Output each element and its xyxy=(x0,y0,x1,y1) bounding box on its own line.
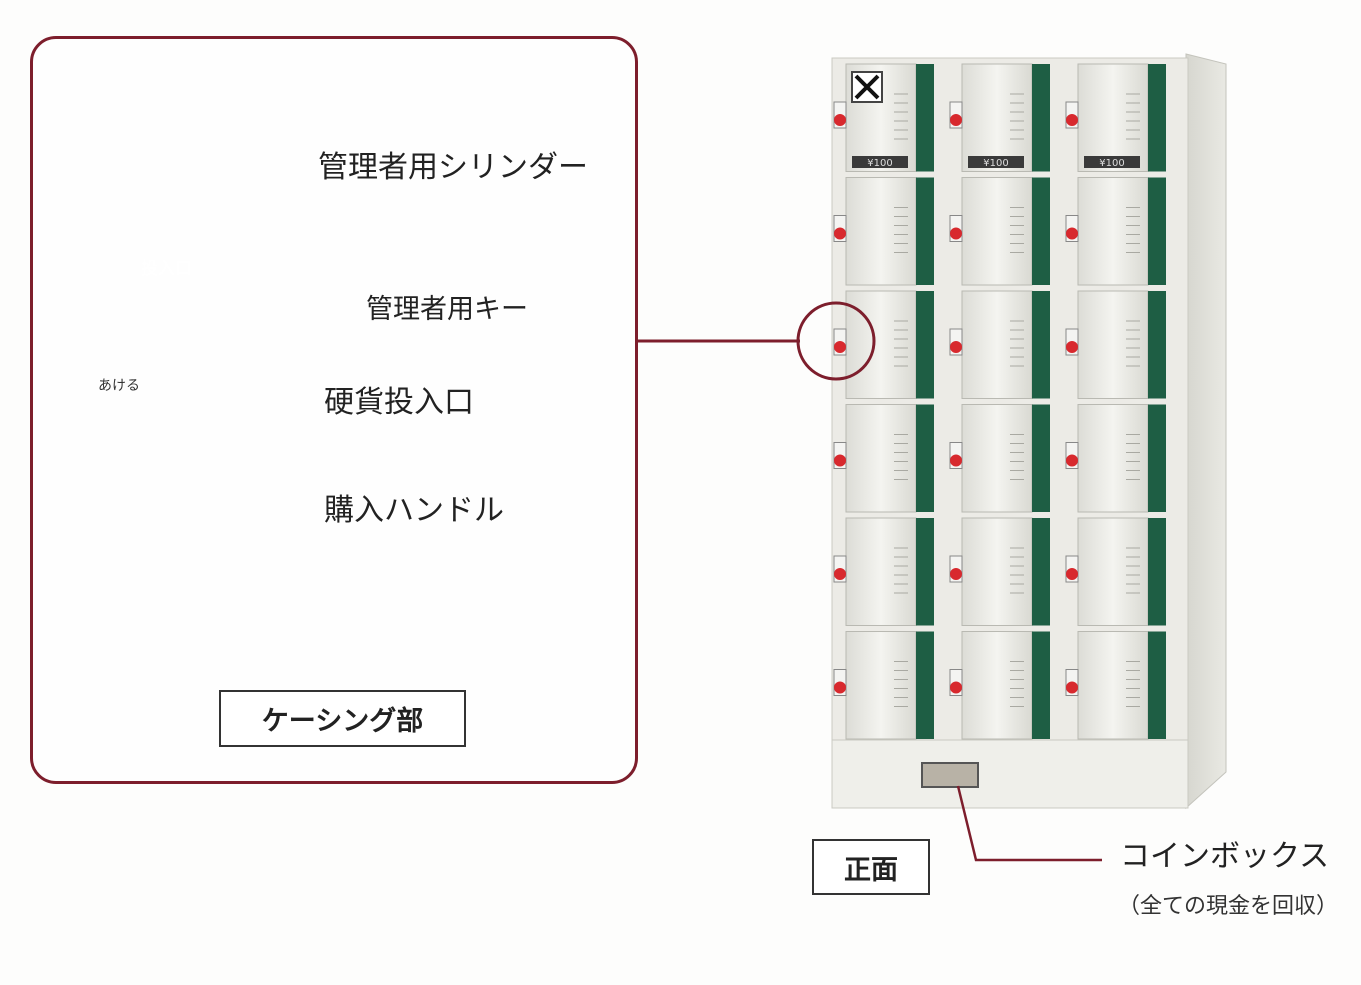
door-strip xyxy=(916,518,934,626)
locker-compartment xyxy=(1077,177,1149,286)
locker-compartment xyxy=(845,404,917,513)
lock-red-icon xyxy=(950,681,962,694)
lock-red-icon xyxy=(834,227,846,240)
coin-box-slot xyxy=(921,762,979,788)
door-strip xyxy=(1032,518,1050,626)
purchase-handle-label: 購入ハンドル xyxy=(324,493,504,528)
locker-compartment xyxy=(845,517,917,626)
door-strip xyxy=(916,177,934,285)
lock-red-icon xyxy=(950,341,962,353)
door-strip xyxy=(1032,64,1050,172)
door-strip xyxy=(1148,518,1166,626)
lock-red-icon xyxy=(1066,681,1078,694)
door-strip xyxy=(1032,404,1050,512)
door-strip xyxy=(1032,177,1050,285)
coin-box-label: コインボックス xyxy=(1120,839,1330,874)
price-tag: ¥100 xyxy=(983,158,1008,169)
door-strip xyxy=(916,631,934,739)
casing-section-label: ケーシング部 xyxy=(219,690,466,747)
locker-compartment xyxy=(845,290,917,399)
casing-detail-panel xyxy=(30,36,638,784)
door-strip xyxy=(1148,291,1166,399)
lock-red-icon xyxy=(1066,227,1078,240)
locker-compartment xyxy=(845,631,917,740)
locker-compartment xyxy=(1077,63,1149,172)
locker-grid: ¥100 ¥100 ¥100 xyxy=(833,63,1166,740)
locker-compartment xyxy=(961,631,1033,740)
lock-red-icon xyxy=(834,568,846,580)
price-tag: ¥100 xyxy=(1099,158,1124,169)
lock-red-icon xyxy=(834,341,846,353)
locker-compartment xyxy=(1077,631,1149,740)
lock-red-icon xyxy=(950,454,962,467)
locker-compartment xyxy=(961,63,1033,172)
front-view-label: 正面 xyxy=(812,839,930,895)
lock-red-icon xyxy=(834,681,846,694)
door-strip xyxy=(916,291,934,399)
locker-compartment xyxy=(961,404,1033,513)
door-strip xyxy=(1148,631,1166,739)
locker-compartment xyxy=(961,517,1033,626)
coin-box-callout-line xyxy=(956,785,1102,862)
locker-compartment xyxy=(961,290,1033,399)
admin-key-label: 管理者用キー xyxy=(366,294,528,325)
lock-red-icon xyxy=(950,568,962,580)
locker-compartment xyxy=(845,177,917,286)
price-tag: ¥100 xyxy=(867,158,892,169)
door-strip xyxy=(916,64,934,172)
lock-red-icon xyxy=(1066,341,1078,353)
door-strip xyxy=(1148,404,1166,512)
coin-slot-label: 硬貨投入口 xyxy=(324,385,474,420)
coin-slot-tag-label: 投入口 xyxy=(141,259,192,279)
admin-cylinder-label: 管理者用シリンダー xyxy=(318,150,588,185)
locker-compartment xyxy=(1077,404,1149,513)
open-label: あける xyxy=(98,378,140,394)
coin-box-note: （全ての現金を回収） xyxy=(1118,894,1339,919)
door-strip xyxy=(916,404,934,512)
lock-red-icon xyxy=(834,454,846,467)
lock-red-icon xyxy=(950,114,962,126)
lock-red-icon xyxy=(834,114,846,126)
locker-compartment xyxy=(961,177,1033,286)
highlight-circle xyxy=(796,301,876,381)
door-strip xyxy=(1148,64,1166,172)
door-strip xyxy=(1032,291,1050,399)
lock-red-icon xyxy=(950,227,962,240)
lock-red-icon xyxy=(1066,454,1078,467)
lock-red-icon xyxy=(1066,568,1078,580)
door-strip xyxy=(1148,177,1166,285)
locker-compartment xyxy=(1077,517,1149,626)
locker-compartment xyxy=(1077,290,1149,399)
lock-red-icon xyxy=(1066,114,1078,126)
door-strip xyxy=(1032,631,1050,739)
